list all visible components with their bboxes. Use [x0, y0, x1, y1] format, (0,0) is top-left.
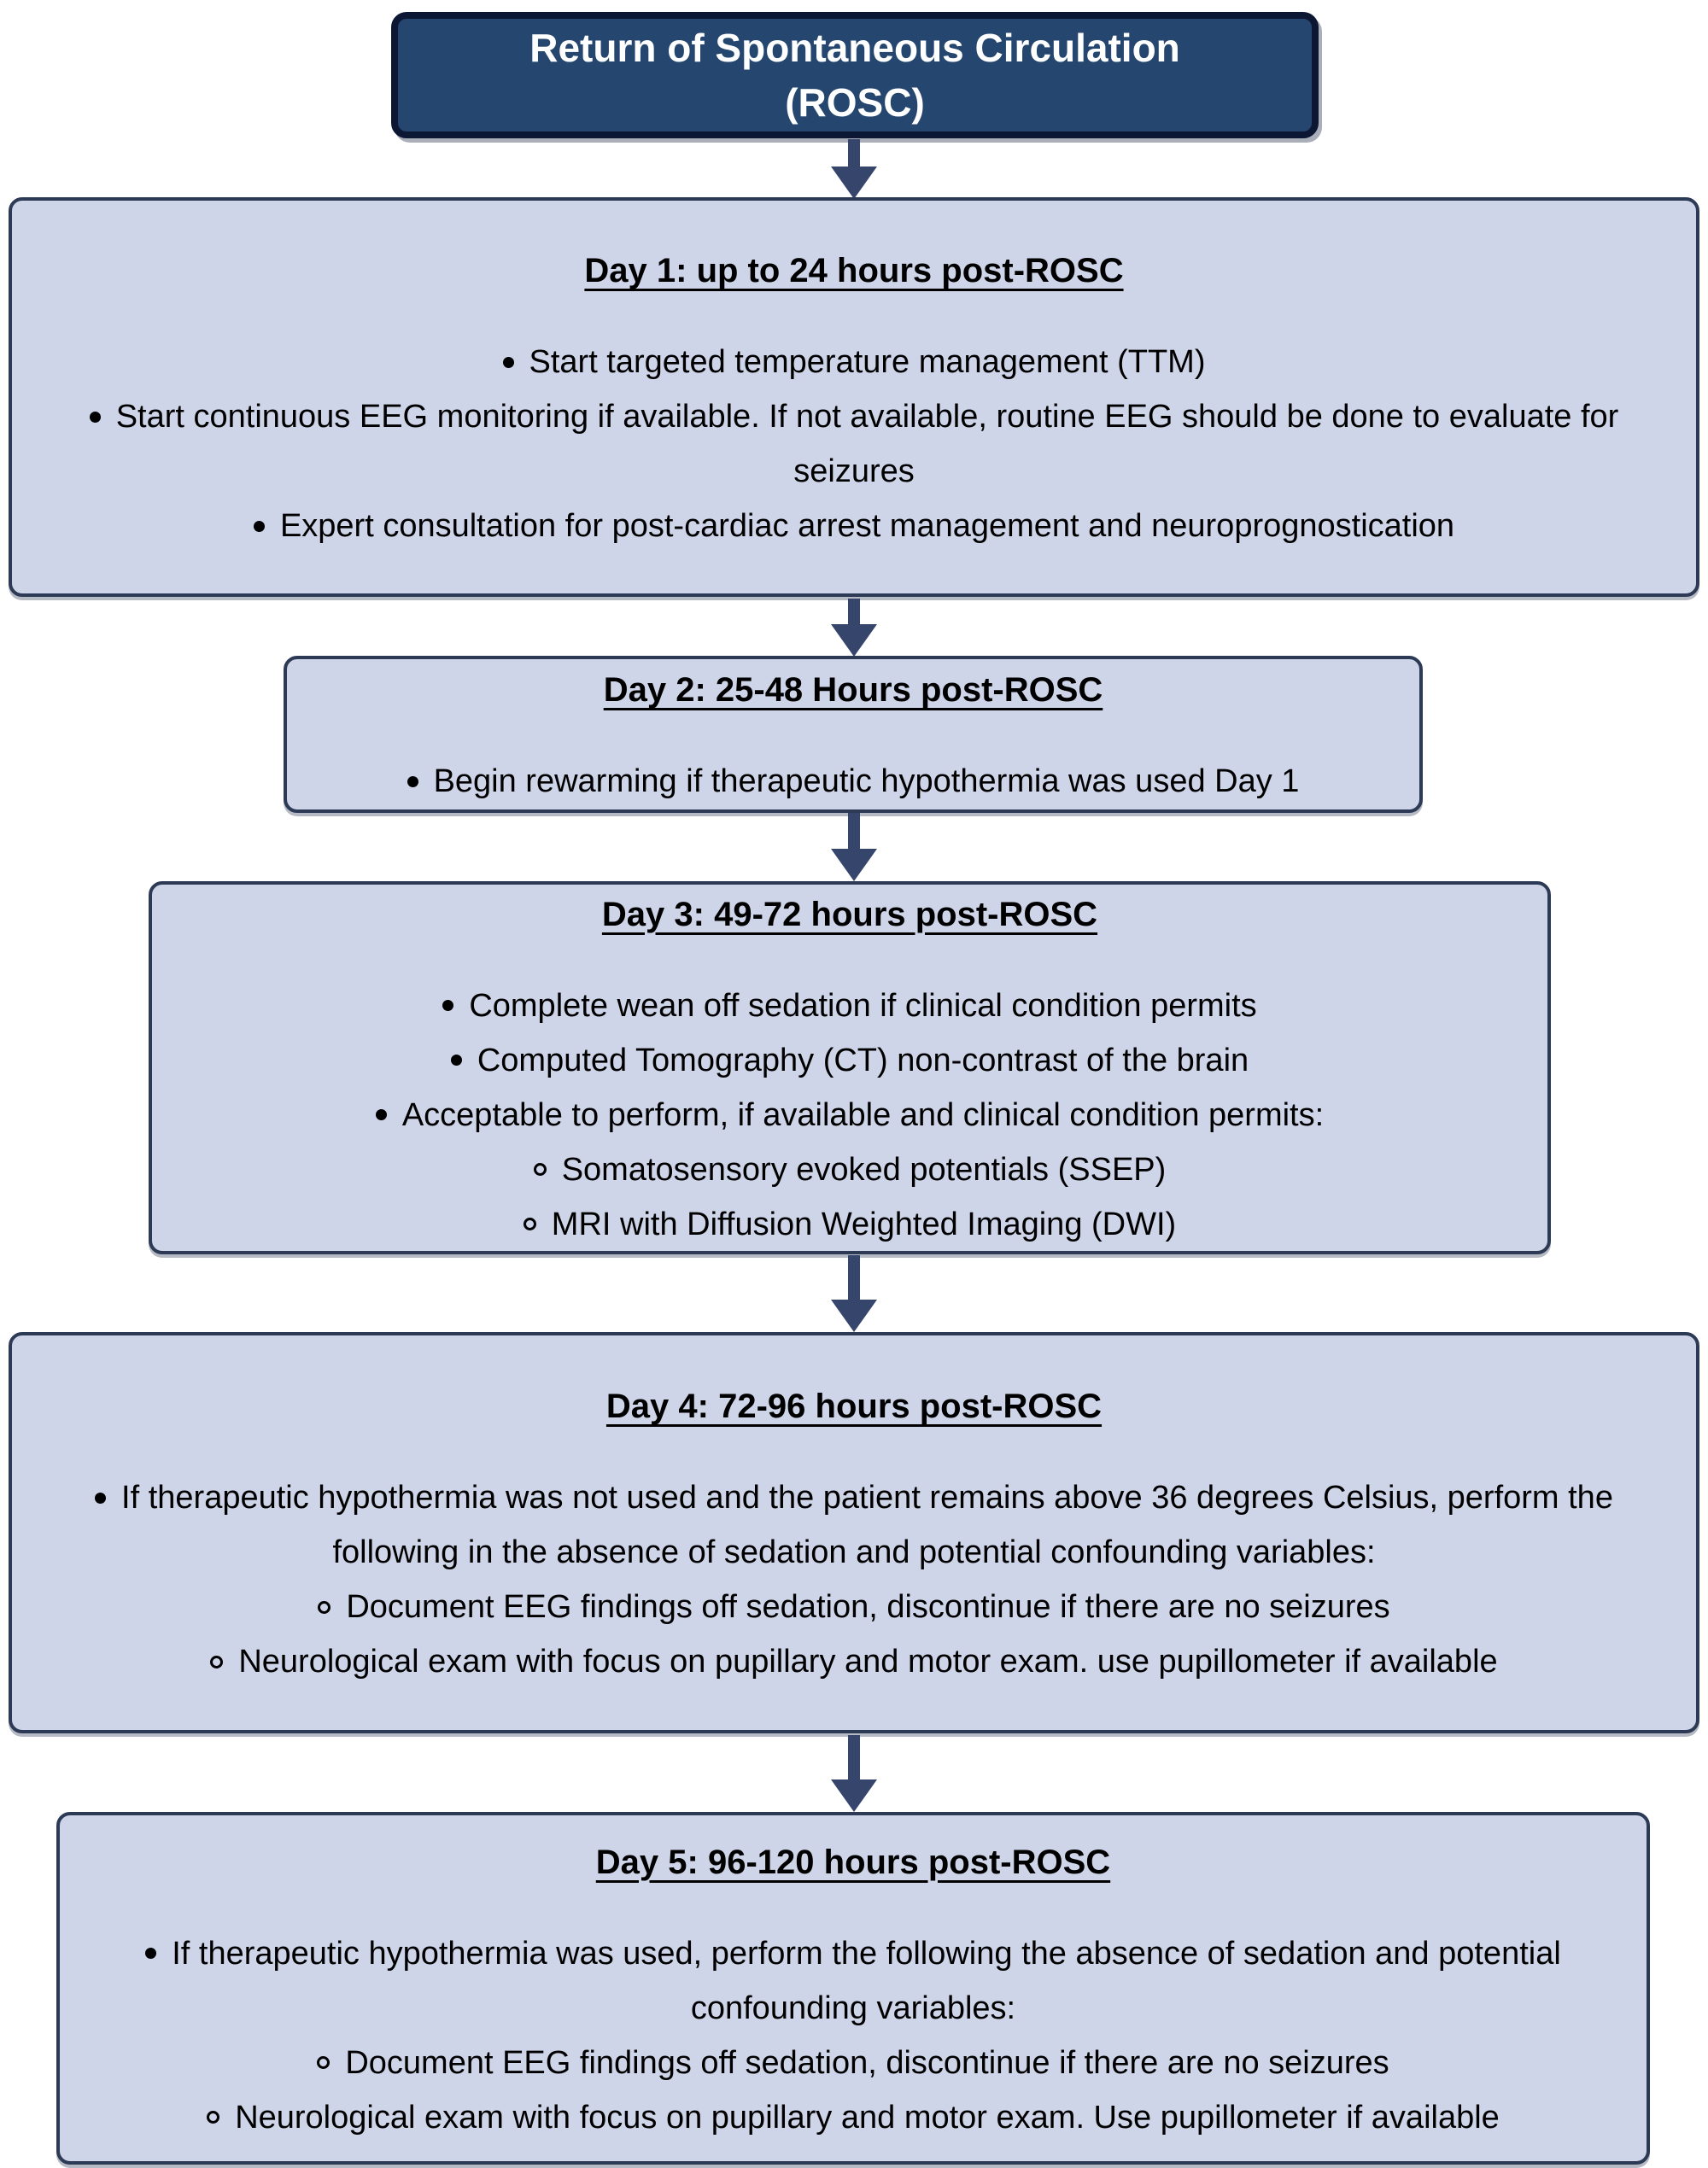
bullet-disc-icon	[95, 1492, 107, 1504]
line-text: MRI with Diffusion Weighted Imaging (DWI…	[551, 1206, 1177, 1242]
day3-content: Complete wean off sedation if clinical c…	[178, 986, 1522, 1244]
bullet-circle-icon	[317, 2056, 330, 2069]
day4-content: If therapeutic hypothermia was not used …	[38, 1478, 1670, 1681]
bullet-line: following in the absence of sedation and…	[38, 1533, 1670, 1572]
bullet-line: If therapeutic hypothermia was used, per…	[85, 1934, 1621, 1973]
bullet-circle-icon	[207, 2111, 220, 2124]
bullet-line: Somatosensory evoked potentials (SSEP)	[178, 1150, 1522, 1189]
bullet-line: Acceptable to perform, if available and …	[178, 1096, 1522, 1135]
line-text: Somatosensory evoked potentials (SSEP)	[561, 1151, 1167, 1188]
day1-header: Day 1: up to 24 hours post-ROSC	[584, 252, 1124, 289]
day2-content: Begin rewarming if therapeutic hypotherm…	[313, 762, 1394, 801]
bullet-line: Complete wean off sedation if clinical c…	[178, 986, 1522, 1026]
line-text: Expert consultation for post-cardiac arr…	[279, 508, 1455, 544]
day3-header: Day 3: 49-72 hours post-ROSC	[601, 895, 1098, 933]
bullet-line: Computed Tomography (CT) non-contrast of…	[178, 1041, 1522, 1080]
day4-header: Day 4: 72-96 hours post-ROSC	[605, 1388, 1103, 1425]
rosc-title-box: Return of Spontaneous Circulation (ROSC)	[391, 12, 1319, 138]
bullet-disc-icon	[89, 411, 101, 423]
down-arrow-icon	[848, 1735, 860, 1779]
line-text: Begin rewarming if therapeutic hypotherm…	[433, 763, 1300, 799]
down-arrow-icon	[848, 813, 860, 849]
bullet-line: confounding variables:	[85, 1989, 1621, 2028]
down-arrow-icon	[848, 139, 860, 167]
day1-box: Day 1: up to 24 hours post-ROSC Start ta…	[9, 197, 1699, 597]
bullet-line: seizures	[38, 452, 1670, 491]
day2-box: Day 2: 25-48 Hours post-ROSC Begin rewar…	[284, 656, 1423, 813]
bullet-line: Neurological exam with focus on pupillar…	[85, 2098, 1621, 2137]
line-text: Complete wean off sedation if clinical c…	[469, 987, 1257, 1024]
bullet-line: Document EEG findings off sedation, disc…	[38, 1587, 1670, 1627]
line-text: If therapeutic hypothermia was not used …	[121, 1480, 1613, 1516]
bullet-disc-icon	[407, 775, 418, 787]
line-text: Document EEG findings off sedation, disc…	[346, 1589, 1390, 1625]
bullet-line: Expert consultation for post-cardiac arr…	[38, 506, 1670, 546]
day5-content: If therapeutic hypothermia was used, per…	[85, 1934, 1621, 2137]
line-text: following in the absence of sedation and…	[332, 1534, 1376, 1570]
bullet-circle-icon	[318, 1600, 331, 1614]
day2-header: Day 2: 25-48 Hours post-ROSC	[603, 671, 1103, 709]
bullet-line: If therapeutic hypothermia was not used …	[38, 1478, 1670, 1517]
title-line-1: Return of Spontaneous Circulation	[529, 26, 1180, 70]
bullet-disc-icon	[450, 1055, 462, 1066]
title-line-2: (ROSC)	[785, 80, 925, 125]
line-text: Neurological exam with focus on pupillar…	[235, 2099, 1500, 2136]
bullet-line: Begin rewarming if therapeutic hypotherm…	[313, 762, 1394, 801]
day4-box: Day 4: 72-96 hours post-ROSC If therapeu…	[9, 1332, 1699, 1733]
bullet-line: MRI with Diffusion Weighted Imaging (DWI…	[178, 1205, 1522, 1244]
day1-content: Start targeted temperature management (T…	[38, 342, 1670, 546]
bullet-disc-icon	[145, 1948, 157, 1959]
bullet-disc-icon	[253, 520, 265, 532]
down-arrow-icon	[848, 1255, 860, 1300]
bullet-disc-icon	[442, 1000, 454, 1011]
bullet-circle-icon	[523, 1218, 536, 1230]
bullet-line: Start targeted temperature management (T…	[38, 342, 1670, 382]
down-arrow-icon	[848, 599, 860, 624]
line-text: Start continuous EEG monitoring if avail…	[115, 399, 1619, 435]
line-text: Neurological exam with focus on pupillar…	[238, 1644, 1498, 1680]
line-text: Computed Tomography (CT) non-contrast of…	[477, 1042, 1249, 1078]
bullet-line: Start continuous EEG monitoring if avail…	[38, 397, 1670, 436]
day5-header: Day 5: 96-120 hours post-ROSC	[595, 1843, 1111, 1881]
line-text: seizures	[793, 453, 915, 489]
line-text: confounding variables:	[690, 1990, 1016, 2026]
day3-box: Day 3: 49-72 hours post-ROSC Complete we…	[149, 881, 1551, 1254]
bullet-disc-icon	[375, 1109, 387, 1120]
line-text: Start targeted temperature management (T…	[529, 344, 1206, 380]
line-text: If therapeutic hypothermia was used, per…	[172, 1935, 1561, 1972]
bullet-line: Neurological exam with focus on pupillar…	[38, 1642, 1670, 1681]
line-text: Acceptable to perform, if available and …	[401, 1096, 1325, 1133]
day5-box: Day 5: 96-120 hours post-ROSC If therape…	[56, 1812, 1650, 2165]
bullet-circle-icon	[533, 1163, 547, 1176]
bullet-disc-icon	[502, 356, 514, 368]
bullet-circle-icon	[210, 1655, 224, 1668]
bullet-line: Document EEG findings off sedation, disc…	[85, 2043, 1621, 2083]
line-text: Document EEG findings off sedation, disc…	[345, 2044, 1389, 2081]
